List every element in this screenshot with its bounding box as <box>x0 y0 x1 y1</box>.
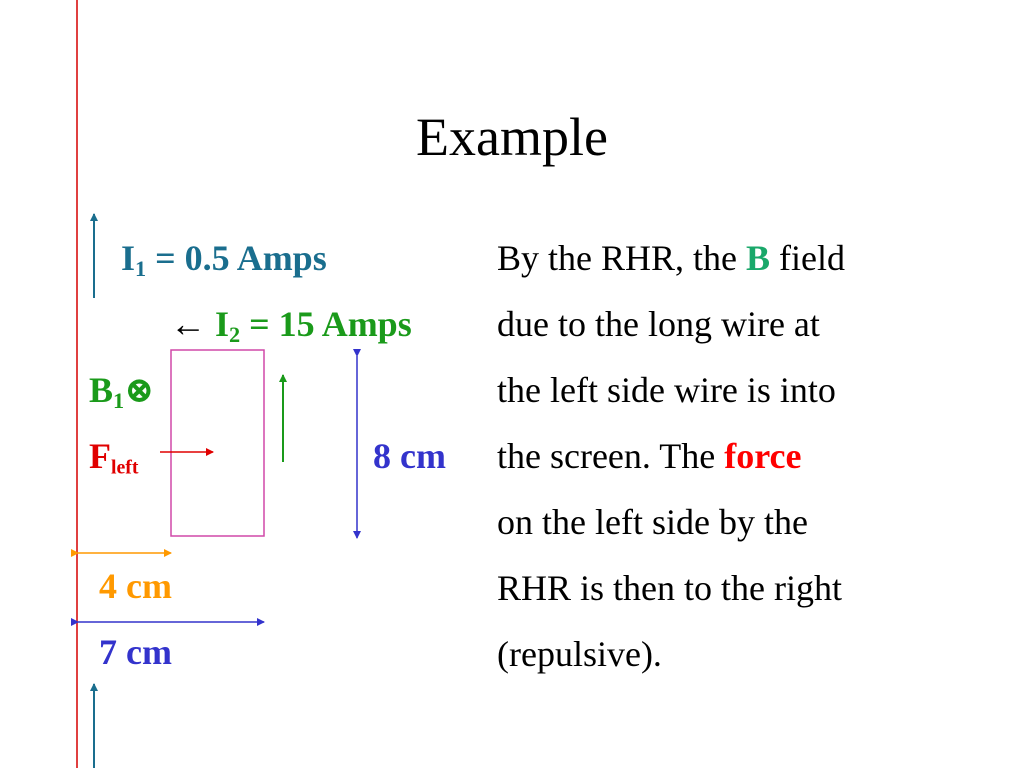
explanation-line-5: on the left side by the <box>497 502 808 542</box>
left-arrow-icon: ← <box>170 304 206 344</box>
current-i1-label: I1 = 0.5 Amps <box>121 238 327 282</box>
current-loop <box>170 349 265 537</box>
into-page-icon: ⊗ <box>124 370 155 410</box>
force-left-label: Fleft <box>89 436 139 479</box>
total-distance-label: 7 cm <box>99 632 172 672</box>
explanation-line-6: RHR is then to the right <box>497 568 842 608</box>
slide-title: Example <box>416 107 608 167</box>
current-i2-label: ← I2 = 15 Amps <box>170 304 412 348</box>
explanation-line-7: (repulsive). <box>497 634 662 674</box>
explanation-line-3: the left side wire is into <box>497 370 836 410</box>
height-label: 8 cm <box>373 436 446 476</box>
explanation-line-2: due to the long wire at <box>497 304 820 344</box>
explanation-line-1: By the RHR, the B field <box>497 238 845 278</box>
loop-distance-label: 4 cm <box>99 566 172 606</box>
b1-field-label: B1⊗ <box>89 370 155 414</box>
margin-line <box>76 0 78 768</box>
explanation-line-4: the screen. The force <box>497 436 802 476</box>
